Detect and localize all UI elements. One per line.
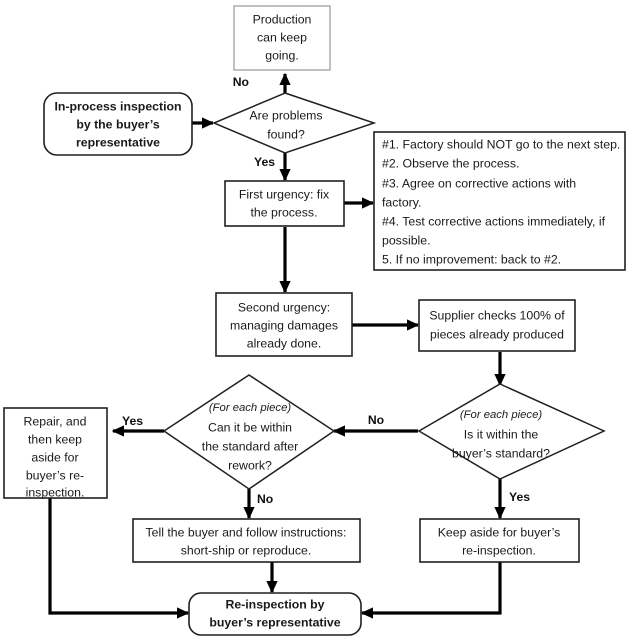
node-can-be-within-after-rework-line-1: the standard after [202,439,298,453]
node-repair-and-keep[interactable] [3,407,108,499]
node-keep-aside-line-1: re-inspection. [462,543,536,557]
node-can-be-within-after-rework-line-2: rework? [228,458,272,472]
node-second-urgency[interactable] [215,292,353,357]
node-actions-list-line-4: #4. Test corrective actions immediately,… [382,214,606,228]
node-tell-the-buyer-line-0: Tell the buyer and follow instructions: [146,525,347,539]
node-keep-aside-line-0: Keep aside for buyer’s [438,525,561,539]
node-is-within-standard[interactable] [417,383,606,480]
node-actions-list-line-6: 5. If no improvement: back to #2. [382,252,561,266]
node-keep-aside[interactable] [419,518,580,563]
node-can-be-within-after-rework[interactable] [162,374,336,490]
node-repair-and-keep-line-3: buyer’s re- [26,468,84,482]
node-actions-list-line-1: #2. Observe the process. [382,156,519,170]
node-actions-list-line-2: #3. Agree on corrective actions with [382,176,576,190]
edge-label-rework-no: No [257,492,273,506]
node-first-urgency[interactable] [224,180,345,227]
edge-label-problems-yes: Yes [254,155,275,169]
node-are-problems-found-line-1: found? [267,127,305,141]
node-re-inspection-line-1: buyer’s representative [209,615,340,629]
node-actions-list[interactable] [373,131,626,271]
edge-label-standard-no: No [368,413,384,427]
node-is-within-standard-line-1: buyer’s standard? [452,446,550,460]
node-is-within-standard-line-0: Is it within the [464,427,539,441]
edge-label-problems-no: No [233,75,249,89]
node-second-urgency-line-1: managing damages [230,318,338,332]
node-production-ok-line-0: Production [253,12,312,26]
node-re-inspection[interactable] [188,592,362,636]
node-start-line-1: by the buyer’s [76,117,160,131]
node-actions-list-line-0: #1. Factory should NOT go to the next st… [382,137,620,151]
node-start[interactable] [43,92,193,156]
node-tell-the-buyer[interactable] [132,518,361,563]
node-repair-and-keep-line-4: inspection. [26,485,85,499]
node-first-urgency-line-0: First urgency: fix [239,187,330,201]
node-tell-the-buyer-line-1: short-ship or reproduce. [181,543,312,557]
edge-label-rework-yes: Yes [122,414,143,428]
node-can-be-within-after-rework-line-0: Can it be within [208,420,292,434]
node-second-urgency-line-2: already done. [247,336,322,350]
node-start-line-2: representative [76,135,160,149]
node-actions-list-line-3: factory. [382,195,421,209]
node-is-within-standard-note: (For each piece) [460,409,542,421]
node-first-urgency-line-1: the process. [251,205,318,219]
node-production-ok-line-2: going. [265,48,299,62]
node-production-ok-line-1: can keep [257,30,307,44]
node-re-inspection-line-0: Re-inspection by [225,597,324,611]
node-can-be-within-after-rework-note: (For each piece) [209,402,291,414]
node-are-problems-found[interactable] [212,92,377,154]
node-supplier-checks-line-0: Supplier checks 100% of [429,308,565,322]
node-second-urgency-line-0: Second urgency: [238,300,330,314]
node-repair-and-keep-line-0: Repair, and [24,414,87,428]
node-repair-and-keep-line-2: aside for [31,450,78,464]
edge-keep-aside-to-reinspection [360,562,502,619]
edge-label-standard-yes: Yes [509,490,530,504]
node-supplier-checks[interactable] [418,299,576,352]
edge-repair-to-reinspection [48,498,190,619]
node-start-line-0: In-process inspection [54,99,181,113]
node-production-ok[interactable] [233,5,331,71]
node-supplier-checks-line-1: pieces already produced [430,327,564,341]
node-repair-and-keep-line-1: then keep [28,432,82,446]
node-are-problems-found-line-0: Are problems [249,108,322,122]
node-actions-list-line-5: possible. [382,233,431,247]
